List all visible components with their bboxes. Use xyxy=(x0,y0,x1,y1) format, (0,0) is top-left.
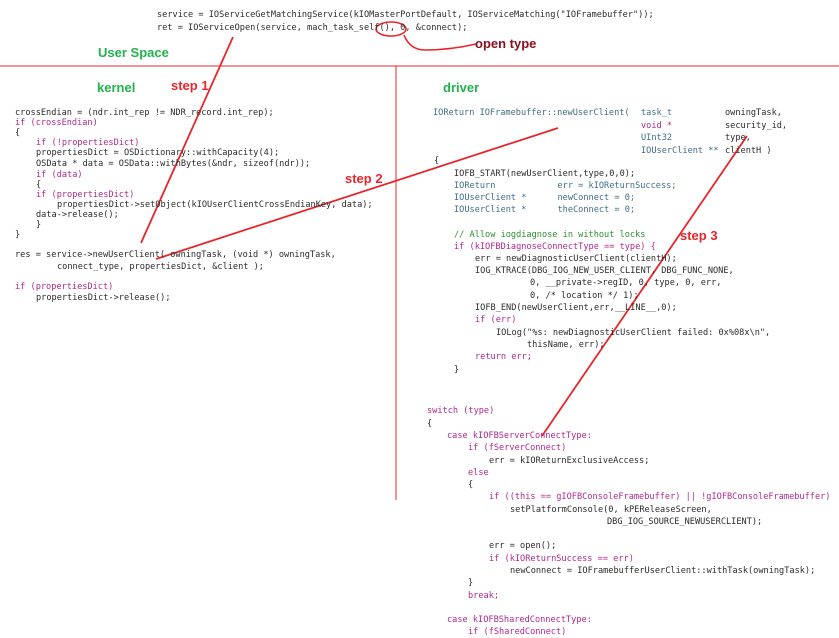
driver-code-line: IOG_KTRACE(DBG_IOG_NEW_USER_CLIENT, DBG_… xyxy=(475,266,734,276)
driver-code-line: if (kIOFBDiagnoseConnectType == type) { xyxy=(454,242,656,252)
driver-code-line: } xyxy=(454,365,460,375)
kernel-code-line: propertiesDict->setObject(kIOUserClientC… xyxy=(57,200,373,210)
driver-code-line: IOUserClient * theConnect = 0; xyxy=(454,205,636,215)
open-type-connector xyxy=(403,34,477,51)
driver-signature: IOReturn IOFramebuffer::newUserClient( xyxy=(433,108,630,118)
driver-code-line: } xyxy=(468,578,474,588)
user-space-label: User Space xyxy=(98,45,169,60)
driver-code-line: { xyxy=(427,419,433,429)
kernel-code-line: { xyxy=(36,180,42,190)
driver-code-line: if (kIOReturnSuccess == err) xyxy=(489,554,634,564)
driver-code-line: IOLog("%s: newDiagnosticUserClient faile… xyxy=(496,328,771,338)
driver-code-line: err = open(); xyxy=(489,541,557,551)
driver-code-line: IOUserClient * newConnect = 0; xyxy=(454,193,636,203)
driver-param-name: type, xyxy=(725,133,751,143)
kernel-code-line: propertiesDict = OSDictionary::withCapac… xyxy=(36,148,280,158)
driver-code-line: if (err) xyxy=(475,315,517,325)
kernel-code-line: data->release(); xyxy=(36,210,119,220)
step1-label: step 1 xyxy=(171,78,209,93)
kernel-code-line: { xyxy=(15,128,21,138)
driver-code-line: break; xyxy=(468,591,500,601)
kernel-code-line: crossEndian = (ndr.int_rep != NDR_record… xyxy=(15,108,274,118)
driver-label: driver xyxy=(443,80,480,95)
driver-code-line: { xyxy=(468,480,474,490)
kernel-code-line: if (crossEndian) xyxy=(15,118,98,128)
kernel-code-line: connect_type, propertiesDict, &client ); xyxy=(57,262,264,272)
driver-code-line: IOReturn err = kIOReturnSuccess; xyxy=(454,181,677,191)
driver-param-type: task_t xyxy=(641,108,673,118)
driver-param-type: void * xyxy=(641,121,673,131)
driver-param-name: security_id, xyxy=(725,121,788,131)
kernel-code-line: propertiesDict->release(); xyxy=(36,293,171,303)
driver-code-line: { xyxy=(434,156,440,166)
step1-arrow xyxy=(140,36,234,244)
driver-code-line: err = newDiagnosticUserClient(clientH); xyxy=(475,254,677,264)
kernel-code-line: if (propertiesDict) xyxy=(36,190,135,200)
kernel-code-line: } xyxy=(15,230,21,240)
driver-param-name: owningTask, xyxy=(725,108,782,118)
kernel-code-line: res = service->newUserClient( owningTask… xyxy=(15,250,336,260)
driver-code-line: else xyxy=(468,468,489,478)
open-type-label: open type xyxy=(475,36,537,51)
kernel-label: kernel xyxy=(97,80,136,95)
driver-param-type: UInt32 xyxy=(641,133,673,143)
kernel-code-line: OSData * data = OSData::withBytes(&ndr, … xyxy=(36,159,311,169)
kernel-code-line: if (data) xyxy=(36,170,83,180)
driver-code-line: IOFB_START(newUserClient,type,0,0); xyxy=(454,169,636,179)
driver-param-name: clientH ) xyxy=(725,146,772,156)
driver-code-line: if (fSharedConnect) xyxy=(468,627,567,637)
kernel-code-line: if (propertiesDict) xyxy=(15,282,114,292)
step3-label: step 3 xyxy=(680,228,718,243)
driver-code-line: err = kIOReturnExclusiveAccess; xyxy=(489,456,650,466)
driver-code-line: newConnect = IOFramebufferUserClient::wi… xyxy=(510,566,816,576)
driver-code-line: thisName, err); xyxy=(527,340,605,350)
driver-code-line: IOFB_END(newUserClient,err,__LINE__,0); xyxy=(475,303,677,313)
kernel-code-line: if (!propertiesDict) xyxy=(36,138,140,148)
driver-code-line: 0, /* location */ 1); xyxy=(530,291,639,301)
userspace-code-line: ret = IOServiceOpen(service, mach_task_s… xyxy=(157,23,468,33)
driver-param-type: IOUserClient ** xyxy=(641,146,719,156)
driver-code-line: if (fServerConnect) xyxy=(468,443,567,453)
driver-code-line: 0, __private->regID, 0, type, 0, err, xyxy=(530,278,722,288)
step2-label: step 2 xyxy=(345,171,383,186)
driver-code-line: return err; xyxy=(475,352,532,362)
kernel-code-line: } xyxy=(36,220,42,230)
driver-code-line: if ((this == gIOFBConsoleFramebuffer) ||… xyxy=(489,492,831,502)
driver-code-line: // Allow iogdiagnose in without locks xyxy=(454,230,646,240)
driver-code-line: case kIOFBSharedConnectType: xyxy=(447,615,592,625)
driver-code-line: case kIOFBServerConnectType: xyxy=(447,431,592,441)
driver-code-line: setPlatformConsole(0, kPEReleaseScreen, xyxy=(510,505,712,515)
driver-code-line: switch (type) xyxy=(427,406,495,416)
userspace-code-line: service = IOServiceGetMatchingService(kI… xyxy=(157,10,654,20)
driver-code-line: DBG_IOG_SOURCE_NEWUSERCLIENT); xyxy=(607,517,763,527)
